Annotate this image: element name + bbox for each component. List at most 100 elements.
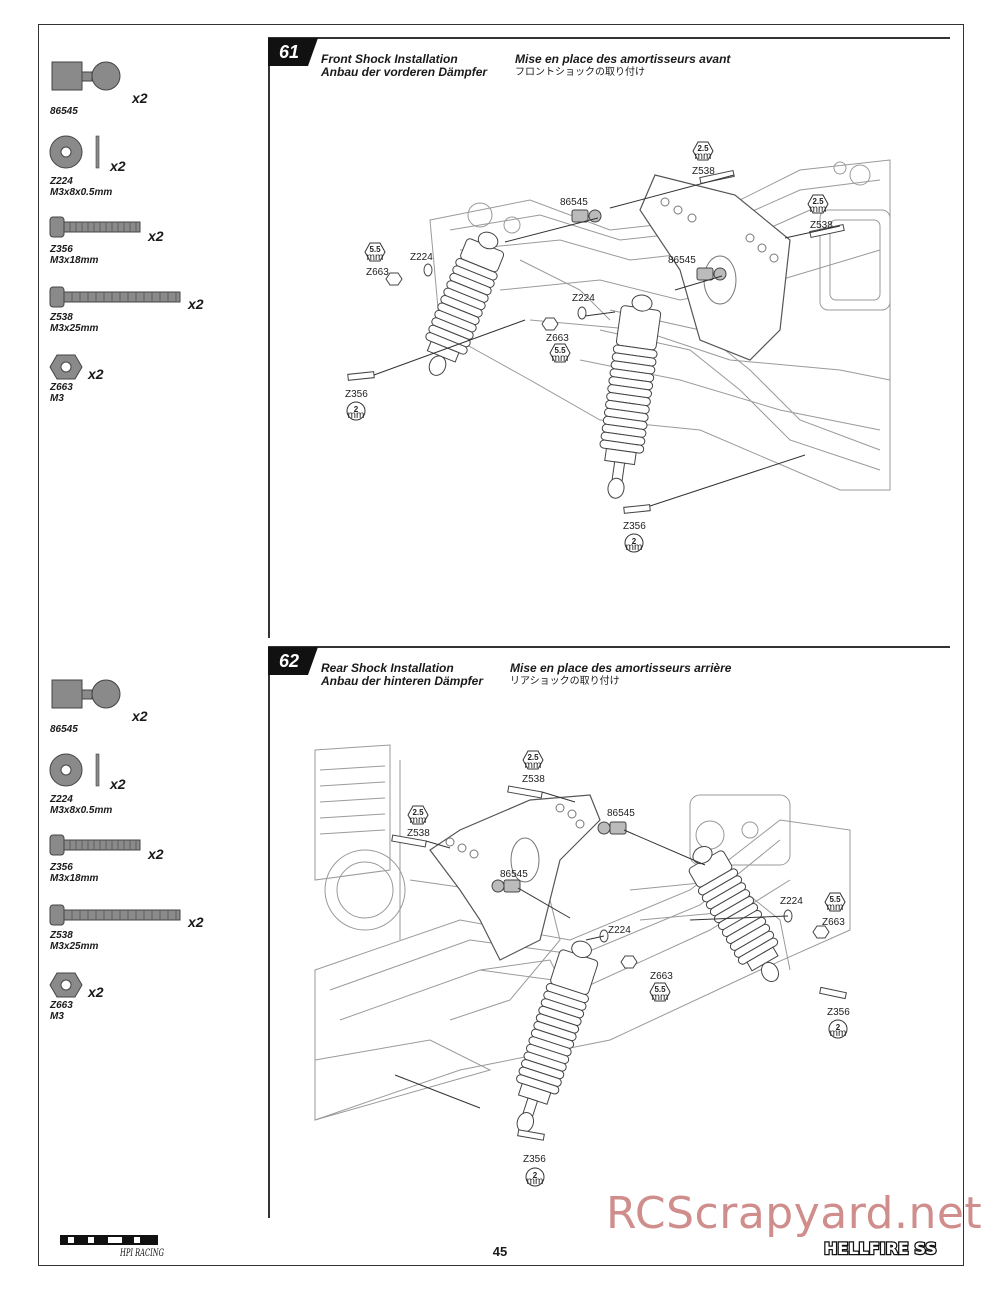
- callout-z224: Z224: [608, 925, 631, 936]
- step-number: 61: [278, 42, 300, 62]
- front-shock-diagram: 2.5 mm Z538 2.5 mm Z538 86545 86545 5.5 …: [345, 141, 891, 553]
- svg-text:5.5: 5.5: [829, 895, 841, 904]
- part-size: M3x18mm: [50, 873, 99, 884]
- part-code: 86545: [50, 106, 78, 117]
- part-ball-stud: 86545 x2: [48, 50, 258, 117]
- callout-z663: Z663: [366, 267, 389, 278]
- part-qty: x2: [188, 296, 204, 312]
- page-frame: [38, 24, 964, 1266]
- parts-list: 86545 x2 Z224 M3x8x0.5mm x2 Z356 M3x18mm…: [48, 668, 258, 1038]
- callout-z356: Z356: [345, 389, 368, 400]
- brand-name: HPI RACING: [119, 1248, 164, 1258]
- washer-icon: [49, 135, 100, 169]
- svg-text:mm: mm: [367, 252, 384, 263]
- svg-text:mm: mm: [827, 902, 844, 913]
- svg-text:5.5: 5.5: [369, 245, 381, 254]
- page-number: 45: [492, 1244, 508, 1259]
- svg-text:mm: mm: [525, 760, 542, 771]
- hpi-racing-logo: HPI RACING: [60, 1235, 164, 1258]
- svg-text:2.5: 2.5: [412, 808, 424, 817]
- part-code: 86545: [50, 724, 78, 735]
- svg-text:5.5: 5.5: [654, 985, 666, 994]
- callout-z538: Z538: [522, 774, 545, 785]
- divider-step-top: [268, 37, 950, 39]
- svg-text:2.5: 2.5: [812, 197, 824, 206]
- part-code: Z224: [50, 176, 73, 187]
- callout-z224: Z224: [410, 252, 433, 263]
- screw-icon: [49, 834, 141, 856]
- part-washer: Z224 M3x8x0.5mm x2: [48, 750, 258, 816]
- svg-text:mm: mm: [695, 151, 712, 162]
- part-code: Z356: [50, 862, 73, 873]
- step-title-en: Rear Shock Installation: [321, 661, 454, 675]
- part-size: M3x25mm: [50, 323, 99, 334]
- part-screw-long: Z538 M3x25mm x2: [48, 282, 258, 334]
- svg-text:mm: mm: [552, 353, 569, 364]
- screw-icon: [49, 216, 141, 238]
- part-washer: Z224 M3x8x0.5mm x2: [48, 132, 258, 198]
- part-size: M3x8x0.5mm: [50, 805, 113, 816]
- divider-step-bottom: [268, 646, 950, 648]
- step-title-de: Anbau der vorderen Dämpfer: [321, 65, 488, 79]
- step-tab-61: [268, 38, 318, 66]
- part-qty: x2: [148, 846, 164, 862]
- part-qty: x2: [88, 366, 104, 382]
- callout-z538: Z538: [810, 220, 833, 231]
- step-title-fr: Mise en place des amortisseurs avant: [515, 52, 731, 66]
- part-qty: x2: [132, 90, 148, 106]
- callout-86545: 86545: [607, 808, 635, 819]
- hellfire-ss-logo: HELLFIRE SS: [823, 1238, 938, 1260]
- svg-text:mm: mm: [652, 992, 669, 1003]
- step-title-jp: リアショックの取り付け: [510, 676, 620, 687]
- part-size: M3x8x0.5mm: [50, 187, 113, 198]
- part-code: Z663: [50, 382, 73, 393]
- callout-z663: Z663: [822, 917, 845, 928]
- svg-text:mm: mm: [830, 1028, 847, 1039]
- part-nut: Z663 M3 x2: [48, 970, 258, 1022]
- divider-left-bottom: [268, 672, 270, 1218]
- part-size: M3x25mm: [50, 941, 99, 952]
- step-number: 62: [278, 651, 300, 671]
- svg-text:2.5: 2.5: [527, 753, 539, 762]
- nut-icon: [49, 354, 83, 380]
- step-title-jp: フロントショックの取り付け: [515, 67, 645, 78]
- part-qty: x2: [110, 158, 126, 174]
- svg-text:mm: mm: [348, 410, 365, 421]
- step-title-en: Front Shock Installation: [321, 52, 458, 66]
- part-qty: x2: [88, 984, 104, 1000]
- callout-z356: Z356: [827, 1007, 850, 1018]
- svg-text:2: 2: [354, 405, 359, 414]
- callout-z663: Z663: [546, 333, 569, 344]
- svg-text:2: 2: [836, 1023, 841, 1032]
- callout-86545: 86545: [668, 255, 696, 266]
- svg-text:mm: mm: [810, 204, 827, 215]
- callout-z356: Z356: [623, 521, 646, 532]
- screw-icon: [49, 904, 181, 926]
- part-ball-stud: 86545 x2: [48, 668, 258, 735]
- part-code: Z538: [50, 312, 73, 323]
- part-screw-short: Z356 M3x18mm x2: [48, 212, 258, 266]
- part-qty: x2: [110, 776, 126, 792]
- part-size: M3: [50, 1011, 64, 1022]
- step-title-fr: Mise en place des amortisseurs arrière: [510, 661, 732, 675]
- svg-text:5.5: 5.5: [554, 346, 566, 355]
- part-code: Z356: [50, 244, 73, 255]
- brand-name: HELLFIRE SS: [824, 1239, 937, 1258]
- parts-list: 86545 x2 Z224 M3x8x0.5mm x2 Z356 M3x18mm…: [48, 50, 258, 420]
- callout-z538: Z538: [692, 166, 715, 177]
- nut-icon: [49, 972, 83, 998]
- step-tab-62: [268, 647, 318, 675]
- part-qty: x2: [148, 228, 164, 244]
- part-code: Z663: [50, 1000, 73, 1011]
- part-screw-long: Z538 M3x25mm x2: [48, 900, 258, 952]
- part-qty: x2: [188, 914, 204, 930]
- watermark: RCScrapyard.net: [606, 1188, 983, 1239]
- screw-icon: [49, 286, 181, 308]
- part-code: Z224: [50, 794, 73, 805]
- part-code: Z538: [50, 930, 73, 941]
- callout-z356: Z356: [523, 1154, 546, 1165]
- divider-left-top: [268, 64, 270, 638]
- svg-text:mm: mm: [410, 815, 427, 826]
- callout-86545: 86545: [560, 197, 588, 208]
- svg-text:2: 2: [533, 1171, 538, 1180]
